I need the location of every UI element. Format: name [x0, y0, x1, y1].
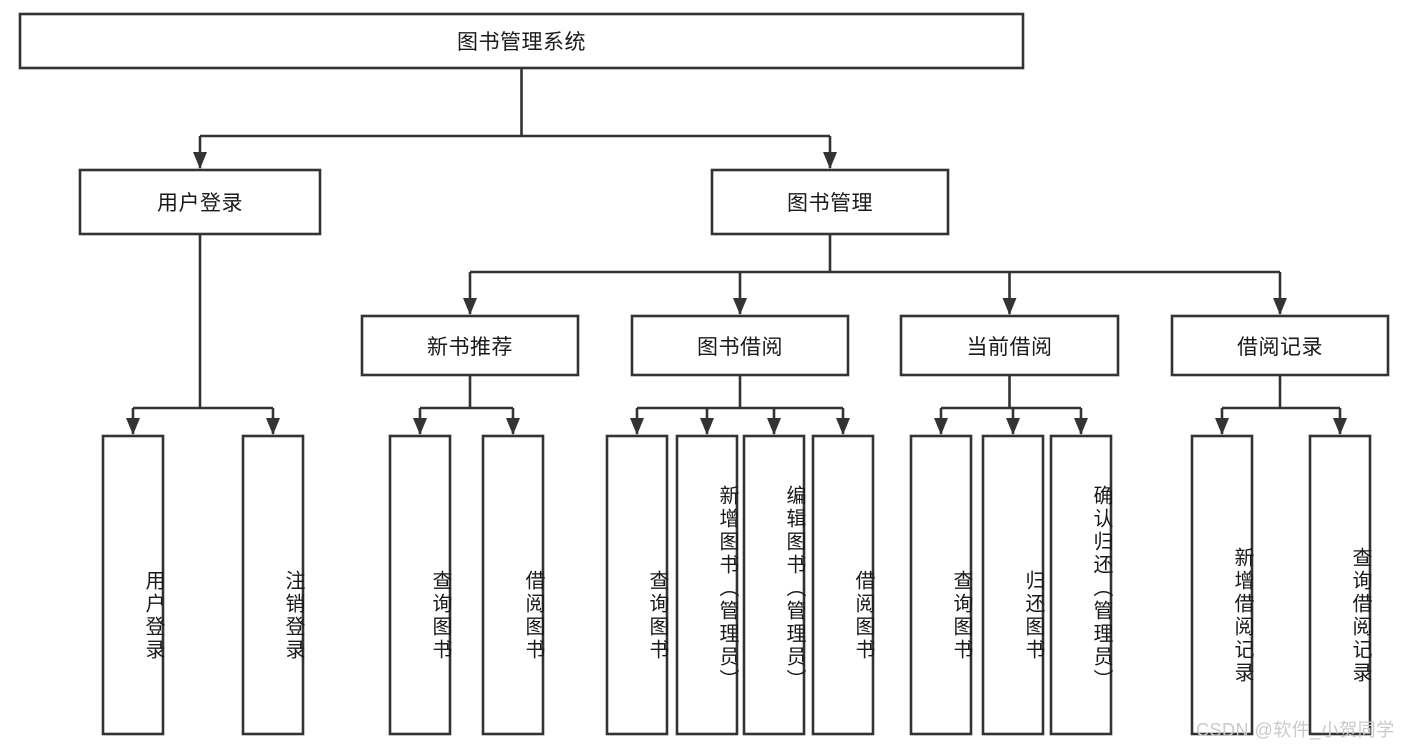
arrowhead-icon	[1333, 418, 1347, 435]
csdn-watermark: CSDN @软件_小贺同学	[1196, 720, 1395, 740]
arrowhead-icon	[126, 418, 140, 435]
arrowhead-icon	[1006, 418, 1020, 435]
arrowhead-icon	[700, 418, 714, 435]
node-box-new-book-recommend[interactable]	[360, 314, 580, 377]
node-box-leaf-add-borrow-record[interactable]	[1190, 434, 1254, 736]
node-box-leaf-user-login[interactable]	[101, 434, 165, 736]
node-box-leaf-borrow-book-recommend[interactable]	[481, 434, 545, 736]
node-box-root[interactable]	[18, 12, 1025, 70]
node-box-leaf-return-book[interactable]	[981, 434, 1045, 736]
node-box-leaf-query-book-recommend[interactable]	[388, 434, 452, 736]
node-box-current-borrow[interactable]	[899, 314, 1120, 377]
node-box-leaf-edit-book-admin[interactable]	[742, 434, 806, 736]
node-box-leaf-query-book-current[interactable]	[909, 434, 973, 736]
arrowhead-icon	[934, 418, 948, 435]
node-box-leaf-query-borrow-record[interactable]	[1308, 434, 1372, 736]
arrowhead-icon	[1002, 298, 1017, 315]
arrowhead-icon	[413, 418, 427, 435]
arrowhead-icon	[1074, 418, 1088, 435]
arrowhead-icon	[1215, 418, 1229, 435]
node-box-leaf-add-book-admin[interactable]	[675, 434, 739, 736]
node-box-user-login[interactable]	[78, 168, 322, 236]
node-box-leaf-query-book-borrow[interactable]	[605, 434, 669, 736]
arrowhead-icon	[506, 418, 520, 435]
node-box-book-borrow[interactable]	[630, 314, 850, 377]
arrowhead-icon	[733, 298, 747, 315]
arrowhead-icon	[823, 152, 837, 169]
arrowhead-icon	[836, 418, 850, 435]
arrowhead-icon	[1273, 298, 1287, 315]
node-box-leaf-confirm-return-admin[interactable]	[1049, 434, 1113, 736]
node-box-leaf-user-logout[interactable]	[241, 434, 305, 736]
arrowhead-icon	[193, 152, 207, 169]
arrowhead-icon	[463, 298, 477, 315]
node-box-leaf-borrow-book[interactable]	[811, 434, 875, 736]
arrowhead-icon	[266, 418, 280, 435]
arrowhead-icon	[630, 418, 644, 435]
node-box-borrow-record[interactable]	[1170, 314, 1390, 377]
node-box-book-manage[interactable]	[710, 168, 950, 236]
arrowhead-icon	[767, 418, 781, 435]
